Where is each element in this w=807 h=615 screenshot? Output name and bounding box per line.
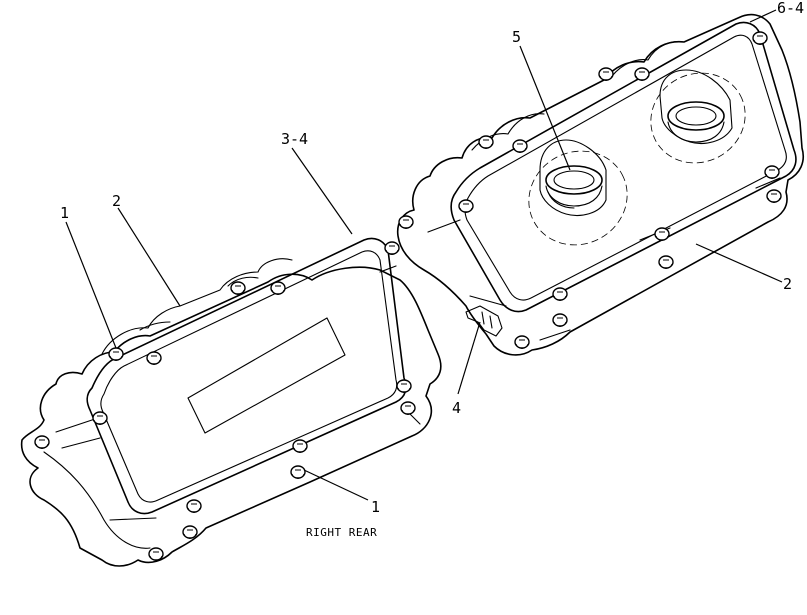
bolt-icon — [764, 165, 780, 179]
callout-left-2: 2 — [112, 192, 121, 210]
bolt-icon — [552, 287, 568, 301]
callout-left-3-4: 3-4 — [281, 130, 308, 148]
bolt-icon — [186, 499, 202, 513]
right-rear-note: RIGHT REAR — [306, 526, 377, 539]
bolt-icon — [230, 281, 246, 295]
leader-lines — [65, 9, 783, 501]
callout-right-5: 5 — [512, 28, 521, 46]
bolt-icon — [396, 379, 412, 393]
callout-right-2: 2 — [783, 275, 792, 293]
leader-right-4 — [457, 321, 481, 395]
right-cover-humps — [471, 41, 685, 151]
bolt-icon — [458, 199, 474, 213]
bolt-icon — [398, 215, 414, 229]
bolt-icon — [182, 525, 198, 539]
callout-left-1: 1 — [60, 204, 69, 222]
left-cover-name-plate — [187, 317, 346, 434]
bolt-icon — [34, 435, 50, 449]
left-cover-lower-edge — [43, 451, 151, 549]
hold-down-bolts — [34, 31, 782, 561]
callout-bottom-1: 1 — [371, 498, 380, 516]
leader-right-6-4 — [749, 9, 777, 23]
bolt-icon — [654, 227, 670, 241]
bolt-icon — [512, 139, 528, 153]
bolt-icon — [400, 401, 416, 415]
right-cover-hidden-circle-a — [528, 150, 628, 246]
bolt-icon — [270, 281, 286, 295]
leader-left-1 — [65, 221, 117, 349]
bolt-icon — [766, 189, 782, 203]
oil-filler-neck-2 — [659, 69, 733, 145]
right-cover-top-plate-inner — [464, 34, 787, 301]
callout-labels: 1 2 3-4 5 6-4 2 4 1 RIGHT REAR — [60, 0, 804, 539]
bolt-icon — [92, 411, 108, 425]
callout-right-6-4: 6-4 — [777, 0, 804, 17]
right-cover-hidden-circle-b — [650, 72, 746, 164]
left-cover-humps-b — [139, 276, 259, 331]
right-valve-cover — [396, 13, 804, 356]
left-cover-flange-edge — [55, 265, 421, 521]
bolt-icon — [514, 335, 530, 349]
right-cover-top-plate — [450, 21, 797, 313]
bolt-icon — [108, 347, 124, 361]
leader-right-5 — [519, 45, 571, 171]
bolt-icon — [478, 135, 494, 149]
leader-left-2 — [117, 207, 181, 307]
bolt-icon — [658, 255, 674, 269]
bolt-icon — [384, 241, 400, 255]
leader-bottom-1 — [303, 469, 369, 501]
bolt-icon — [146, 351, 162, 365]
callout-right-4: 4 — [452, 399, 461, 417]
left-cover-humps — [101, 258, 293, 355]
bolt-icon — [752, 31, 768, 45]
bolt-icon — [292, 439, 308, 453]
left-cover-base-flange — [20, 266, 442, 567]
right-cover-flange-edge — [427, 177, 781, 341]
bolt-icon — [290, 465, 306, 479]
left-cover-top-plate-inner — [100, 250, 398, 503]
oil-filler-neck-1 — [539, 139, 607, 217]
bolt-icon — [598, 67, 614, 81]
right-cover-base-flange — [396, 13, 804, 356]
left-cover-top-plate — [86, 237, 407, 515]
bolt-icon — [634, 67, 650, 81]
sensor-bracket — [465, 305, 503, 337]
leader-right-2 — [695, 243, 783, 283]
leader-left-3-4 — [291, 147, 353, 235]
bolt-icon — [552, 313, 568, 327]
bolt-icon — [148, 547, 164, 561]
